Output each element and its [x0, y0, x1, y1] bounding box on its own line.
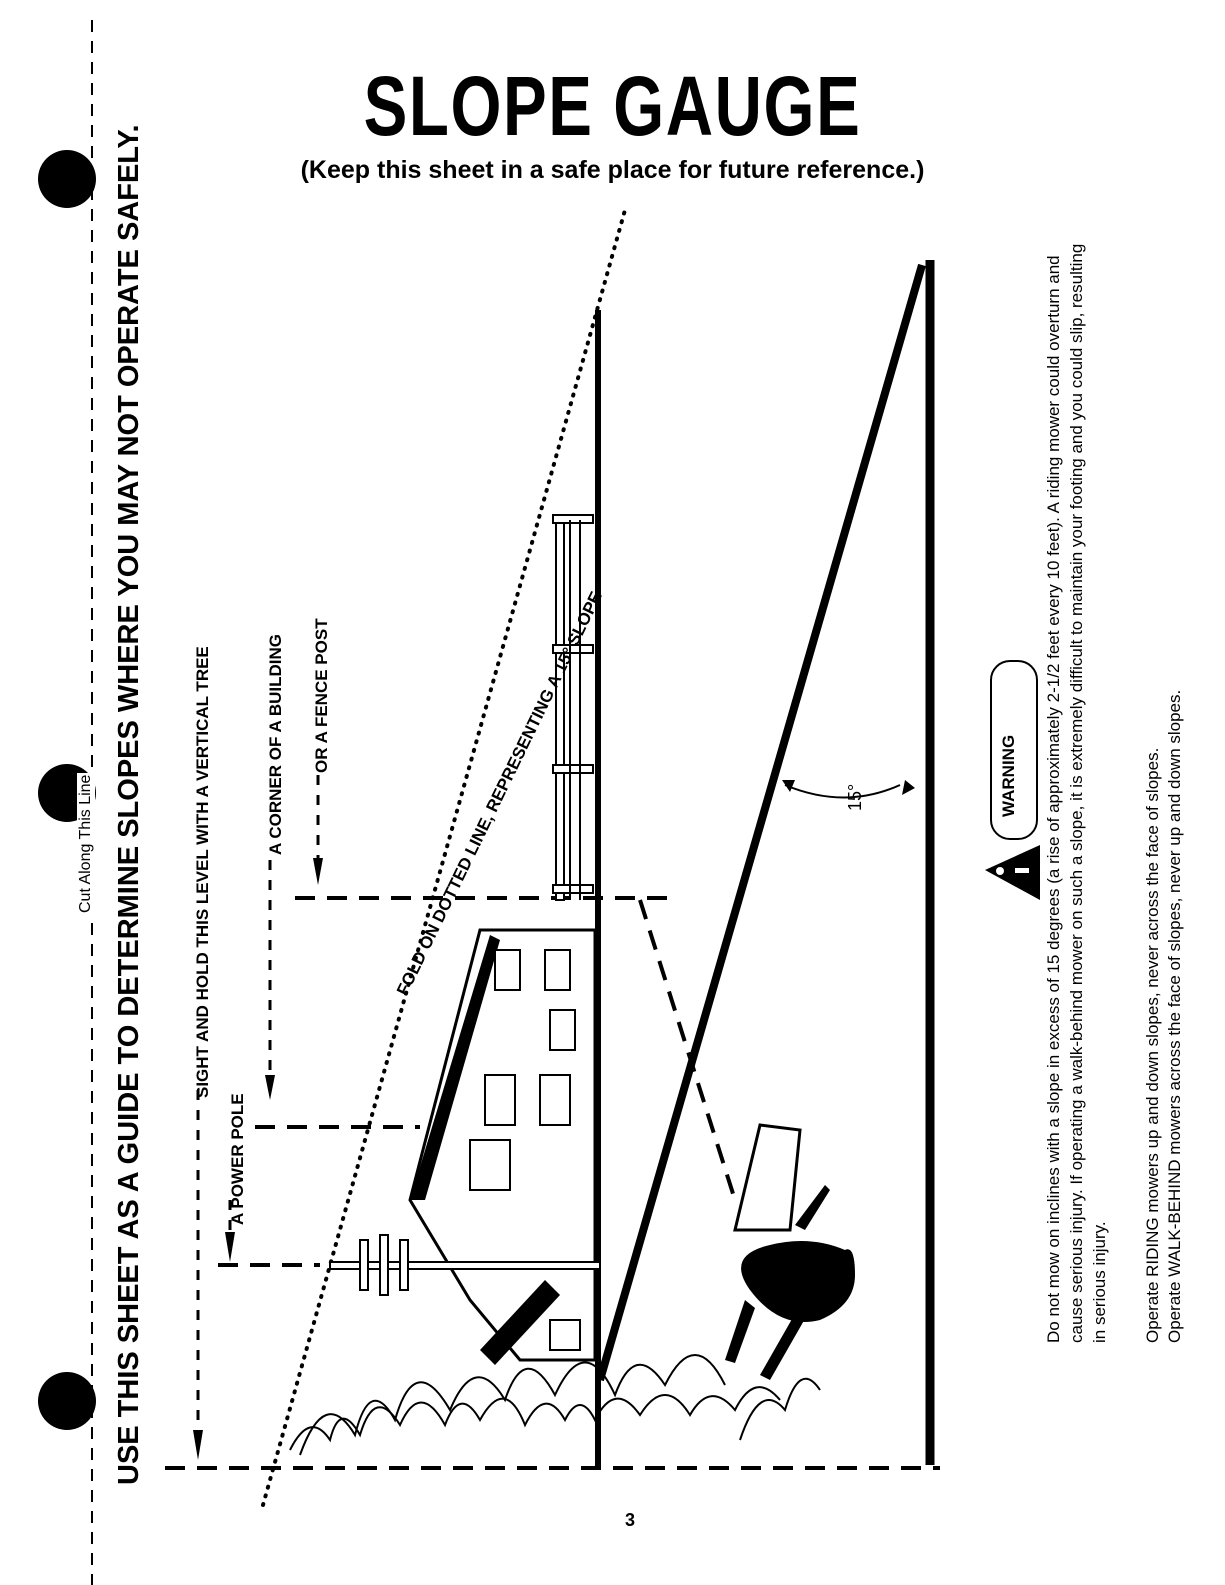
angle-label: 15°: [845, 783, 865, 811]
page-number: 3: [624, 1510, 635, 1530]
side-instruction: USE THIS SHEET AS A GUIDE TO DETERMINE S…: [113, 124, 145, 1485]
slope-line: [596, 263, 926, 1382]
angle-arrow-left: [782, 780, 795, 792]
angle-arc: [784, 784, 901, 799]
power-pole-label: A POWER POLE: [228, 1093, 247, 1225]
binder-hole-top: [38, 150, 96, 208]
warning-paragraph-3: Operate WALK-BEHIND mowers across the fa…: [1165, 689, 1184, 1343]
fence-post-2: [552, 644, 594, 654]
house-illustration: [408, 928, 597, 1365]
fence-rail: [555, 519, 565, 901]
fence-post-label: OR A FENCE POST: [312, 618, 331, 773]
cut-line-label: Cut Along This Line: [77, 772, 95, 915]
building-corner-label: A CORNER OF A BUILDING: [266, 634, 285, 855]
warning-triangle-icon: [985, 845, 1040, 900]
power-pole-illustration: [329, 1234, 601, 1296]
sight-label: SIGHT AND HOLD THIS LEVEL WITH A VERTICA…: [193, 646, 212, 1098]
angle-arrow-right: [902, 780, 915, 795]
warning-paragraph-2: Operate RIDING mowers up and down slopes…: [1143, 747, 1162, 1343]
warning-label: WARNING: [999, 734, 1018, 817]
fence-post-4: [552, 884, 594, 894]
warning-badge: [990, 660, 1038, 840]
fold-dotted-line: [261, 208, 627, 1507]
fence-arrow-head: [313, 858, 323, 885]
corner-arrow-head: [265, 1075, 275, 1100]
warning-paragraph-1: Do not mow on inclines with a slope in e…: [1044, 243, 1109, 1343]
shrubs-illustration: [289, 1354, 821, 1456]
sight-arrow-head: [193, 1430, 203, 1460]
page-subtitle: (Keep this sheet in a safe place for fut…: [300, 156, 925, 184]
person-silhouette: [725, 1123, 855, 1380]
binder-hole-bottom: [38, 1372, 96, 1430]
sight-line: [638, 899, 737, 1201]
pole-arrow-head: [225, 1232, 235, 1262]
page-title: SLOPE GAUGE: [363, 59, 862, 153]
fence-post-1: [552, 514, 594, 524]
fence-post-3: [552, 764, 594, 774]
